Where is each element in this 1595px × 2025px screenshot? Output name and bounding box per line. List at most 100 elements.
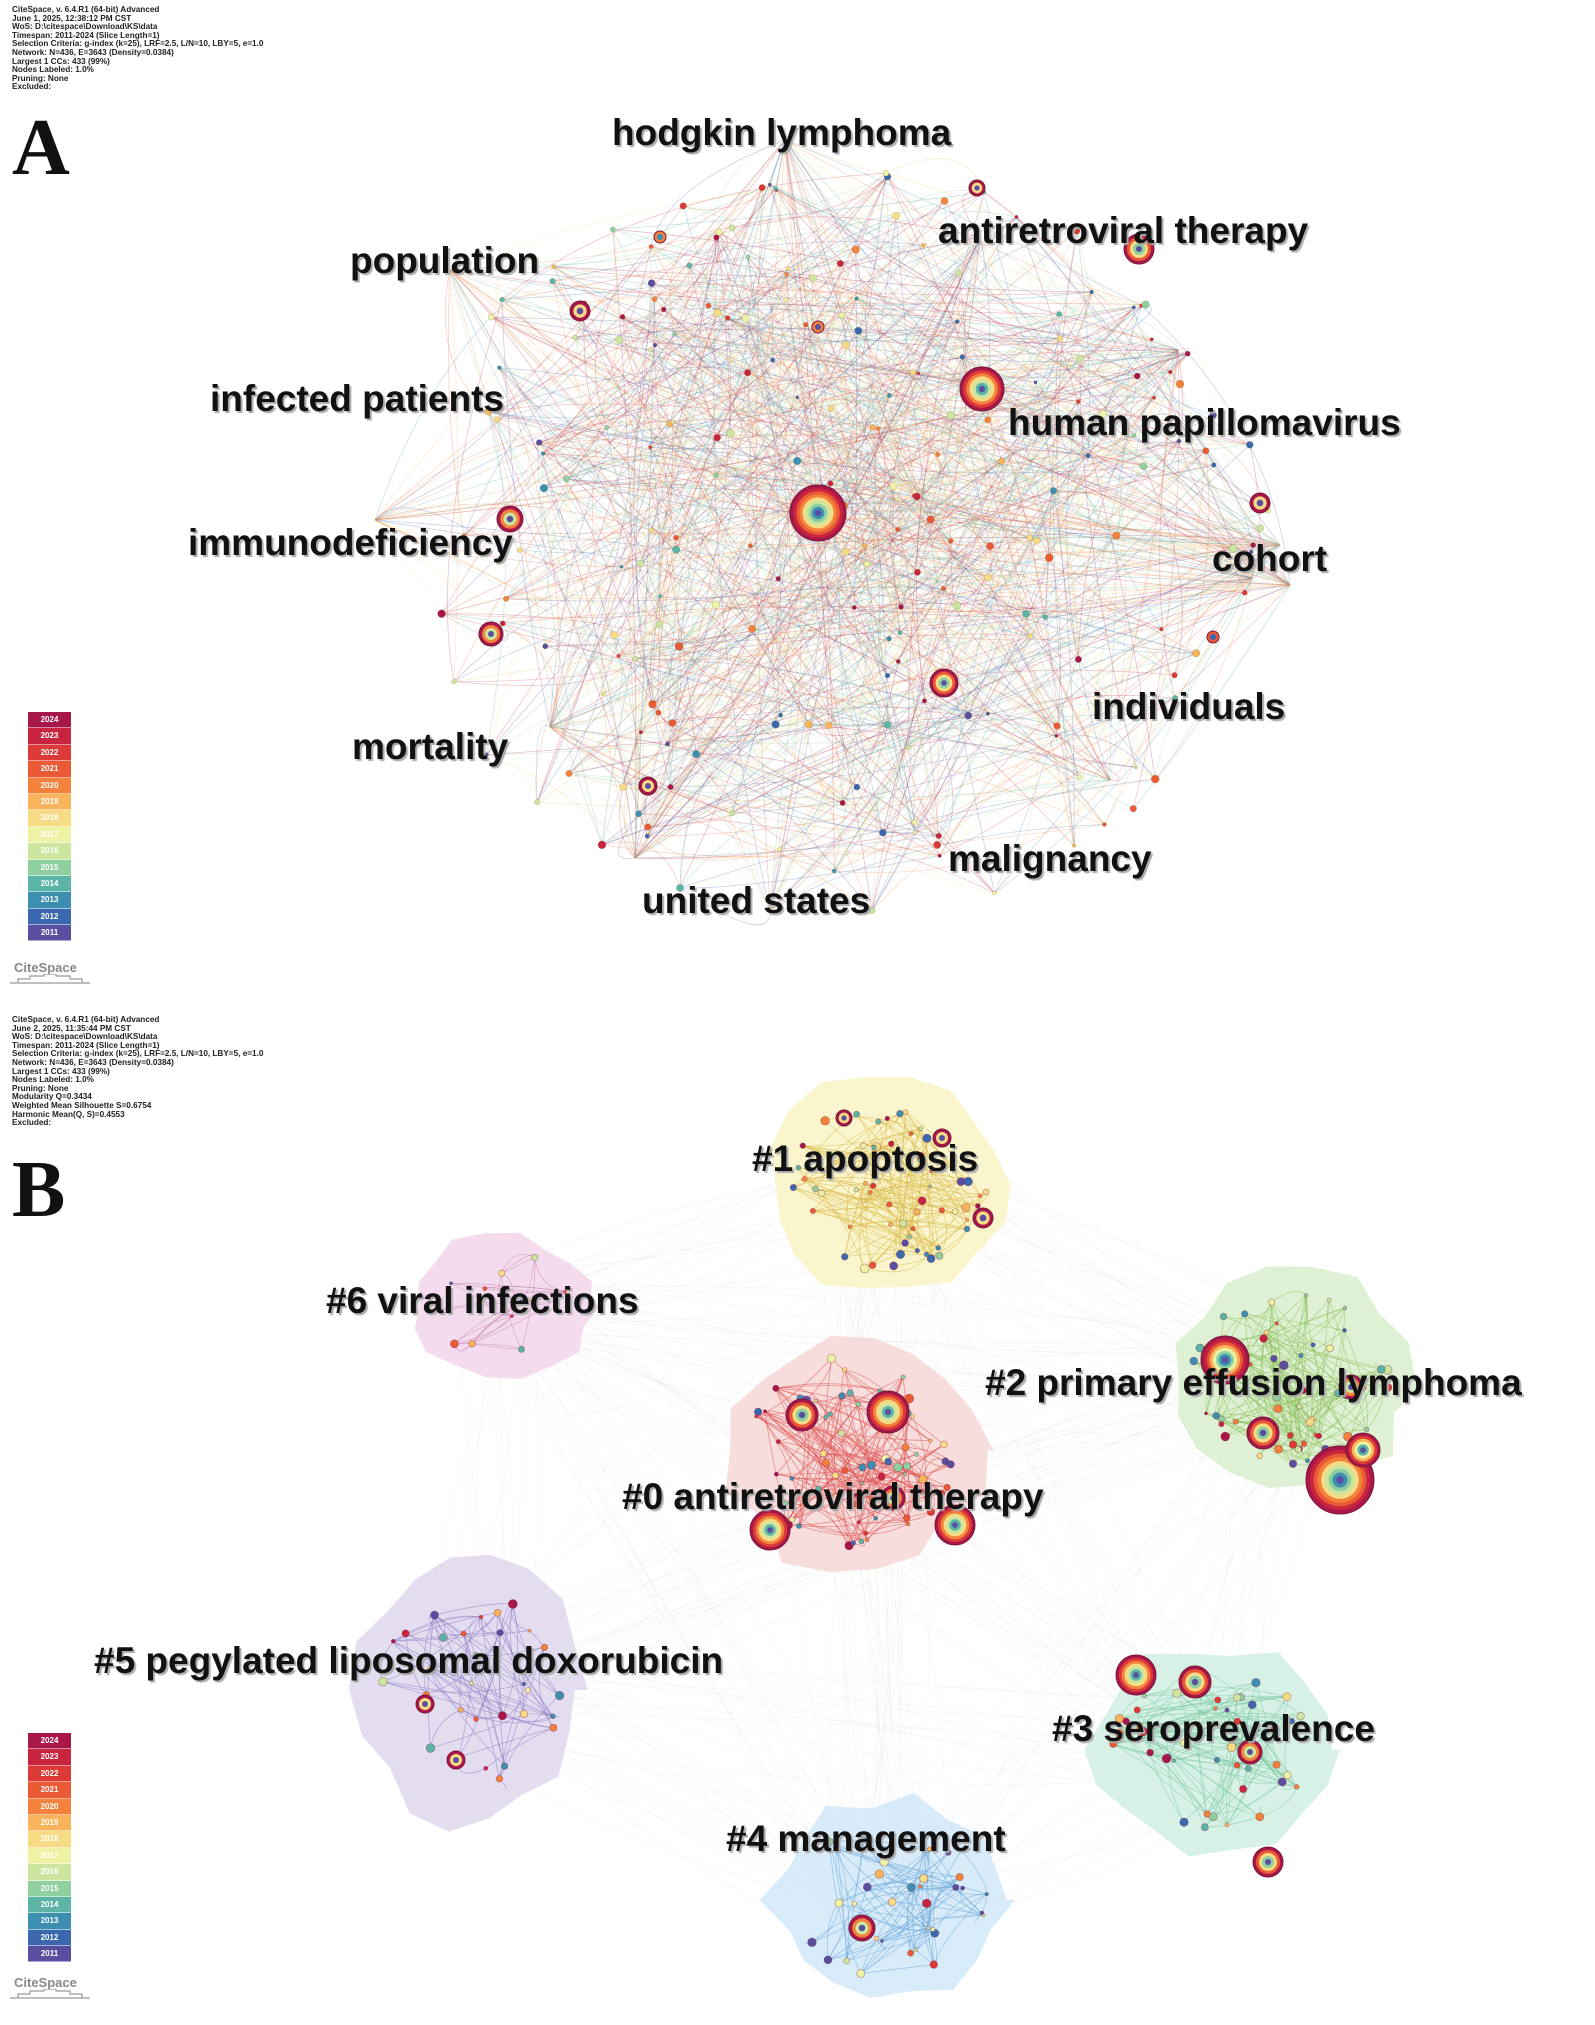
metadata-line: June 2, 2025, 11:35:44 PM CST: [12, 1023, 131, 1033]
node: [929, 668, 959, 698]
cluster-region: [759, 1792, 1015, 1998]
metadata-line: WoS: D:\citespace\Download\KS\data: [12, 22, 158, 32]
metadata-line: Timespan: 2011-2024 (Slice Length=1): [12, 30, 160, 40]
legend-year-2015: 2015: [28, 859, 71, 876]
legend-year-2011: 2011: [28, 1946, 71, 1963]
metadata-line: Modularity Q=0.3434: [12, 1092, 92, 1102]
citespace-logo: CiteSpace: [14, 1975, 77, 1990]
metadata-line: Largest 1 CCs: 433 (99%): [12, 1066, 110, 1076]
node-label-human-papillomavirus: human papillomavirus: [1008, 402, 1401, 443]
legend-year-2023: 2023: [28, 728, 71, 745]
legend-year-2023: 2023: [28, 1749, 71, 1766]
legend-year-2018: 2018: [28, 810, 71, 827]
cluster-node: [1115, 1654, 1157, 1696]
metadata-line: Selection Criteria: g-index (k=25), LRF=…: [12, 39, 264, 49]
node: [1123, 233, 1155, 265]
node: [653, 230, 667, 244]
keyword-network: [374, 139, 1293, 926]
citespace-logo-icon: [10, 1989, 90, 1999]
metadata-line: Nodes Labeled: 1.0%: [12, 1075, 94, 1085]
legend-year-2017: 2017: [28, 1847, 71, 1865]
metadata-line: Excluded:: [12, 1118, 52, 1128]
node-label-hodgkin-lymphoma: hodgkin lymphoma: [612, 112, 952, 153]
cluster-label-4: #4 management: [726, 1818, 1006, 1859]
cluster-node: [1246, 1416, 1280, 1450]
cluster-region: [414, 1232, 602, 1379]
cluster-network: [349, 1077, 1425, 1998]
node-label-united-states: united states: [642, 880, 871, 921]
cluster-label-3: #3 seroprevalence: [1052, 1708, 1375, 1749]
legend-year-2020: 2020: [28, 1798, 71, 1815]
legend-year-2022: 2022: [28, 1765, 71, 1783]
metadata-line: Timespan: 2011-2024 (Slice Length=1): [12, 1040, 160, 1050]
cluster-label-2: #2 primary effusion lymphoma: [985, 1362, 1522, 1403]
legend-year-2021: 2021: [28, 761, 71, 778]
node-label-infected-patients: infected patients: [210, 378, 504, 419]
legend-year-2021: 2021: [28, 1782, 71, 1799]
metadata-line: CiteSpace, v. 6.4.R1 (64-bit) Advanced: [12, 1015, 160, 1024]
node-label-population: population: [350, 240, 540, 281]
cluster-region: [770, 1077, 1011, 1288]
node: [569, 300, 591, 322]
node: [811, 320, 825, 334]
panel-letter: B: [12, 1146, 66, 1234]
legend-year-2016: 2016: [28, 1864, 71, 1881]
cluster-label-1: #1 apoptosis: [752, 1138, 979, 1179]
legend-year-2017: 2017: [28, 826, 71, 844]
cluster-node: [446, 1750, 466, 1770]
legend-year-2016: 2016: [28, 843, 71, 860]
node: [638, 776, 658, 796]
node: [1206, 630, 1220, 644]
legend-year-2012: 2012: [28, 1929, 71, 1947]
legend-year-2019: 2019: [28, 1814, 71, 1832]
cluster-node: [1338, 1374, 1364, 1400]
node-label-antiretroviral-therapy: antiretroviral therapy: [938, 210, 1309, 251]
cluster-label-6: #6 viral infections: [326, 1280, 639, 1321]
cluster-node: [749, 1509, 791, 1551]
metadata-line: Weighted Mean Silhouette S=0.6754: [12, 1100, 152, 1110]
node: [959, 366, 1005, 412]
legend-year-2015: 2015: [28, 1880, 71, 1897]
cluster-node: [1252, 1846, 1284, 1878]
node-hub: [789, 484, 847, 542]
legend-year-2022: 2022: [28, 744, 71, 762]
metadata-line: Pruning: None: [12, 73, 69, 83]
legend-year-2019: 2019: [28, 793, 71, 811]
metadata-line: Nodes Labeled: 1.0%: [12, 65, 94, 75]
node: [968, 179, 986, 197]
legend-year-2014: 2014: [28, 1896, 71, 1914]
metadata-line: Harmonic Mean(Q, S)=0.4553: [12, 1109, 125, 1119]
metadata-line: Network: N=436, E=3643 (Density=0.0384): [12, 47, 174, 57]
cluster-node: [1345, 1432, 1381, 1468]
metadata-line: WoS: D:\citespace\Download\KS\data: [12, 1032, 158, 1042]
cluster-region: [349, 1554, 588, 1832]
node-label-malignancy: malignancy: [948, 838, 1152, 879]
citespace-logo-icon: [10, 974, 90, 984]
legend-year-2024: 2024: [28, 712, 71, 729]
cluster-node: [932, 1128, 952, 1148]
legend-year-2020: 2020: [28, 777, 71, 794]
node-label-individuals: individuals: [1092, 686, 1286, 727]
cluster-node: [934, 1504, 976, 1546]
node-label-cohort: cohort: [1212, 538, 1328, 579]
metadata-line: Network: N=436, E=3643 (Density=0.0384): [12, 1057, 174, 1067]
citespace-logo: CiteSpace: [14, 960, 77, 975]
panel-letter: A: [12, 104, 70, 192]
metadata-line: CiteSpace, v. 6.4.R1 (64-bit) Advanced: [12, 5, 160, 14]
node: [1249, 492, 1271, 514]
legend-year-2011: 2011: [28, 925, 71, 942]
legend-year-2018: 2018: [28, 1831, 71, 1848]
legend-year-2013: 2013: [28, 1913, 71, 1930]
metadata-line: Excluded:: [12, 82, 52, 92]
metadata-line: Selection Criteria: g-index (k=25), LRF=…: [12, 1049, 264, 1059]
legend-year-2014: 2014: [28, 875, 71, 893]
metadata-line: June 1, 2025, 12:38:12 PM CST: [12, 13, 132, 23]
node-layer: [437, 170, 1272, 915]
metadata-line: Pruning: None: [12, 1083, 69, 1093]
